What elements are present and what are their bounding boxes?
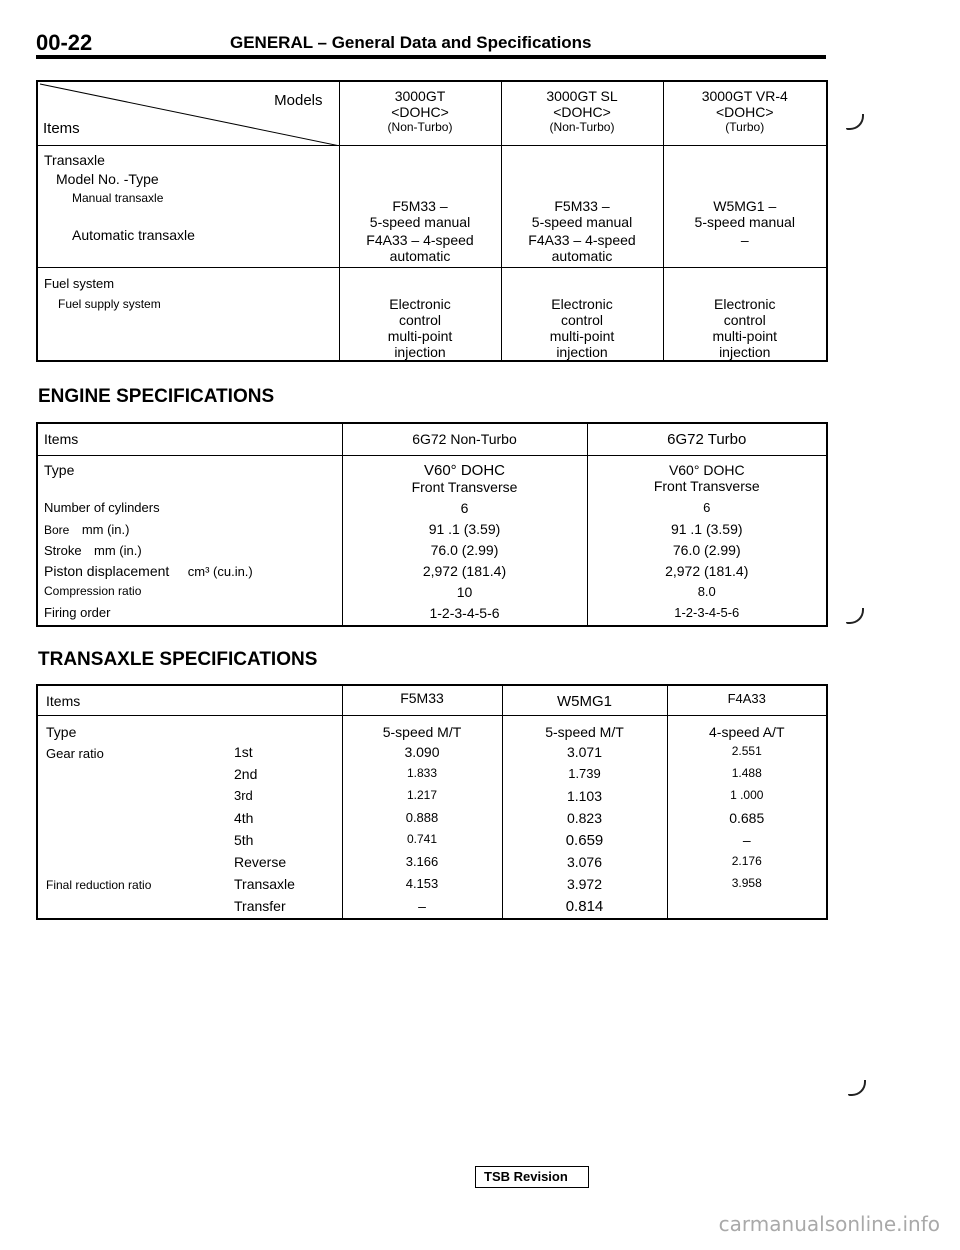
gear-row-label: 4th xyxy=(234,809,254,826)
engine-specifications-heading: ENGINE SPECIFICATIONS xyxy=(38,386,275,407)
engine-row-label: Bore mm (in.) xyxy=(44,521,130,537)
transaxle-label: Transaxle xyxy=(44,151,105,168)
transaxle-labels-cell: Transaxle Model No. -Type Manual transax… xyxy=(37,145,339,267)
engine-items-header: Items xyxy=(44,431,79,447)
engine-row-label: Firing order xyxy=(44,604,111,620)
engine-col-turbo-header: 6G72 Turbo xyxy=(586,423,827,455)
transaxle-labels-cell: Type Gear ratio Final reduction ratio 1s… xyxy=(37,715,342,919)
margin-mark xyxy=(846,114,864,130)
gear-row-label: 2nd xyxy=(234,765,258,782)
engine-row-label: Piston displacement cm³ (cu.in.) xyxy=(44,562,253,579)
page-title: GENERAL – General Data and Specification… xyxy=(230,33,592,52)
automatic-transaxle-label: Automatic transaxle xyxy=(72,226,195,243)
transaxle-specifications-table: Items F5M33 W5MG1 F4A33 Type Gear ratio … xyxy=(36,684,828,920)
f4a33-values: 4-speed A/T 2.551 1.488 1 .000 0.685 – 2… xyxy=(666,715,827,919)
gear-row-label: 5th xyxy=(234,831,254,848)
model-column-header: 3000GT VR-4 <DOHC> (Turbo) xyxy=(662,81,827,145)
f5m33-values: 5-speed M/T 3.090 1.833 1.217 0.888 0.74… xyxy=(341,715,502,919)
engine-labels-cell: Type Number of cylinders Bore mm (in.) S… xyxy=(37,455,342,626)
gear-row-label: 3rd xyxy=(234,787,253,803)
page-number: 00-22 xyxy=(36,30,93,55)
transaxle-values-cell: W5MG1 – 5-speed manual – xyxy=(662,145,827,267)
general-data-table: Models Items 3000GT <DOHC> (Non-Turbo) 3… xyxy=(36,80,828,362)
transaxle-col-f5m33-header: F5M33 xyxy=(341,685,502,715)
margin-mark xyxy=(848,1080,866,1096)
gear-row-label: Transfer xyxy=(234,897,286,914)
transaxle-specifications-heading: TRANSAXLE SPECIFICATIONS xyxy=(38,649,318,670)
header-rule xyxy=(36,55,826,59)
transaxle-items-header: Items xyxy=(46,693,81,709)
corner-models-label: Models xyxy=(274,92,323,109)
fuel-values-cell: Electronic control multi-point injection xyxy=(500,267,663,361)
model-no-label: Model No. -Type xyxy=(56,170,159,187)
fuel-values-cell: Electronic control multi-point injection xyxy=(338,267,501,361)
engine-row-label: Type xyxy=(44,461,75,478)
gear-ratio-label: Gear ratio xyxy=(46,745,104,761)
gear-row-label: Reverse xyxy=(234,853,287,870)
transaxle-values-cell: F5M33 – 5-speed manual F4A33 – 4-speed a… xyxy=(338,145,501,267)
model-column-header: 3000GT SL <DOHC> (Non-Turbo) xyxy=(500,81,663,145)
engine-row-label: Stroke mm (in.) xyxy=(44,542,142,558)
gear-row-label: Transaxle xyxy=(234,875,295,892)
engine-specifications-table: Items 6G72 Non-Turbo 6G72 Turbo Type Num… xyxy=(36,422,828,627)
fuel-system-label: Fuel system xyxy=(44,275,115,291)
diagonal-divider xyxy=(39,83,340,146)
tsb-revision-box: TSB Revision xyxy=(475,1166,589,1188)
transaxle-values-cell: F5M33 – 5-speed manual F4A33 – 4-speed a… xyxy=(500,145,663,267)
manual-transaxle-label: Manual transaxle xyxy=(72,190,164,205)
fuel-labels-cell: Fuel system Fuel supply system xyxy=(37,267,339,361)
fuel-supply-label: Fuel supply system xyxy=(58,296,161,311)
engine-row-label: Compression ratio xyxy=(44,583,142,598)
fuel-values-cell: Electronic control multi-point injection xyxy=(662,267,827,361)
final-reduction-label: Final reduction ratio xyxy=(46,877,152,892)
gear-row-label: 1st xyxy=(234,743,253,760)
transaxle-col-w5mg1-header: W5MG1 xyxy=(501,685,667,715)
w5mg1-values: 5-speed M/T 3.071 1.739 1.103 0.823 0.65… xyxy=(501,715,667,919)
transaxle-type-label: Type xyxy=(46,723,77,740)
engine-row-label: Number of cylinders xyxy=(44,499,160,515)
corner-header-cell: Models Items xyxy=(37,81,340,146)
transaxle-col-f4a33-header: F4A33 xyxy=(666,685,827,715)
watermark: carmanualsonline.info xyxy=(718,1212,940,1236)
margin-mark xyxy=(846,608,864,624)
engine-col-non-turbo-header: 6G72 Non-Turbo xyxy=(341,423,587,455)
model-column-header: 3000GT <DOHC> (Non-Turbo) xyxy=(338,81,501,145)
corner-items-label: Items xyxy=(43,120,80,137)
